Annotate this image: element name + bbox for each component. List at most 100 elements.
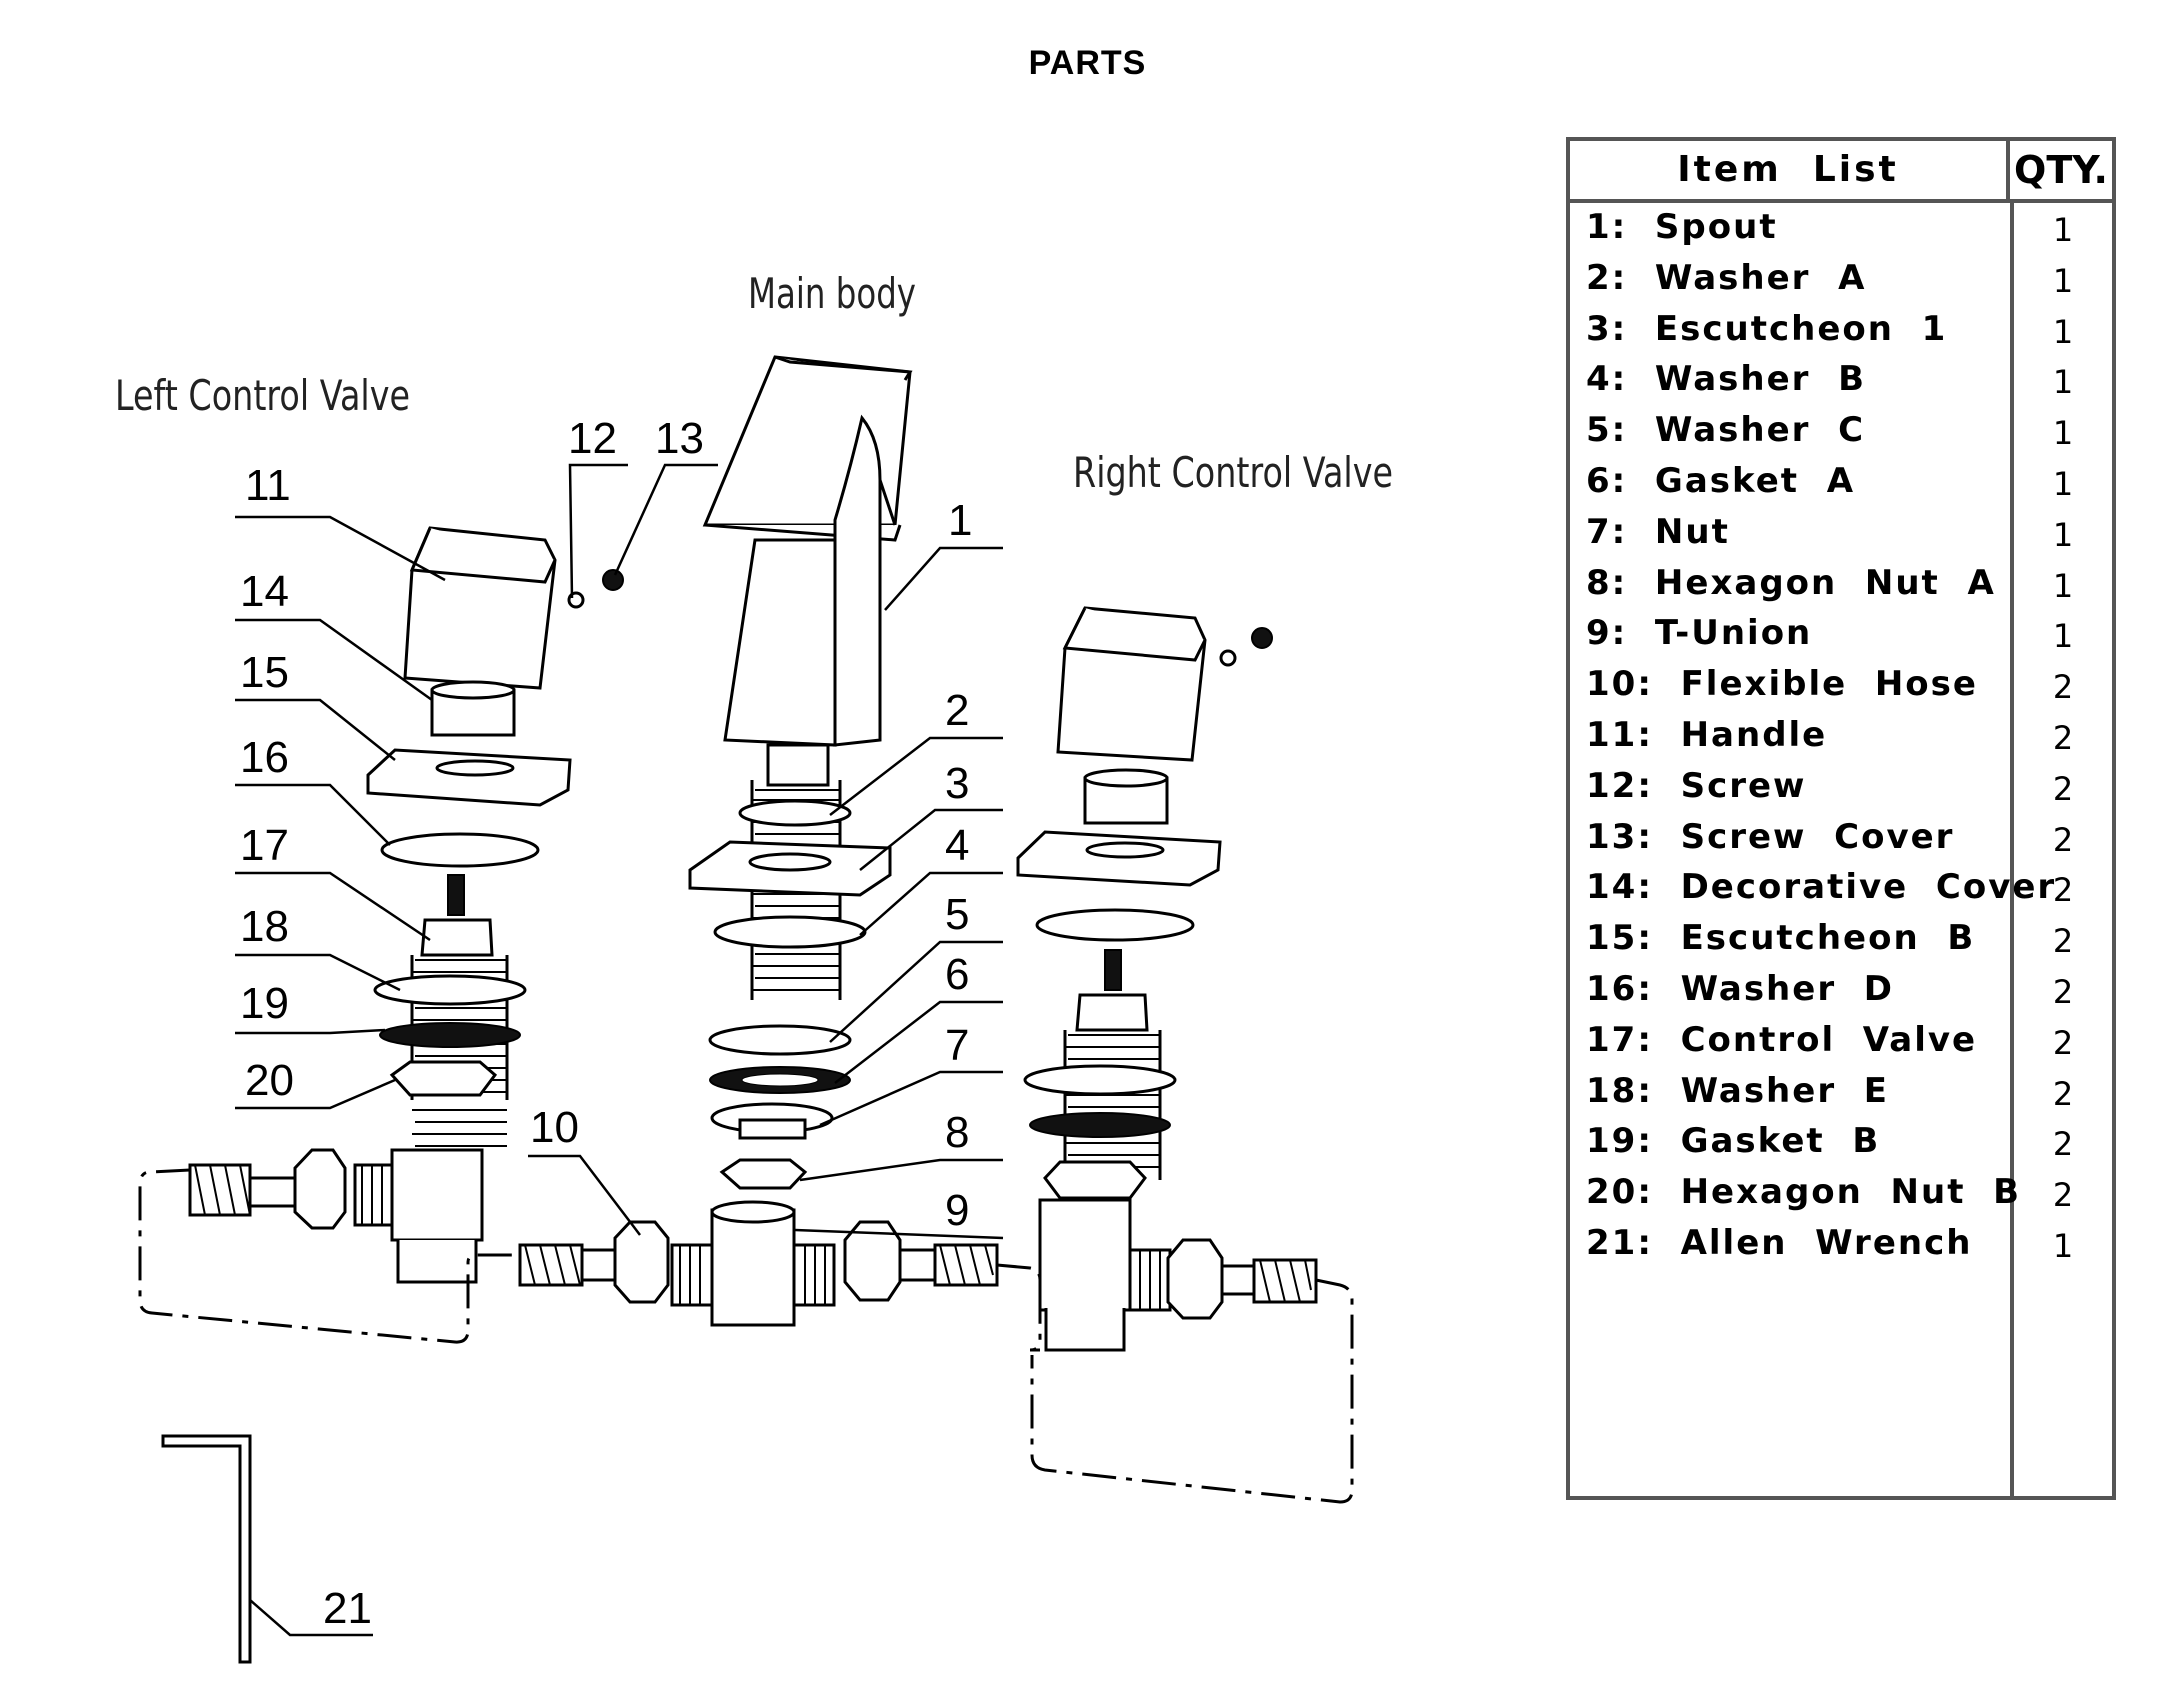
item-name: 5: Washer C	[1586, 410, 1866, 451]
left-screw-cover	[602, 569, 624, 591]
right-hose-path	[996, 1263, 1354, 1504]
item-name: 13: Screw Cover	[1586, 816, 1955, 857]
qty-header: QTY.	[2010, 141, 2112, 203]
callout-19: 19	[240, 979, 289, 1028]
right-washer-e	[1023, 1064, 1177, 1096]
page-title: PARTS	[1028, 44, 1147, 82]
callout-14: 14	[240, 567, 289, 616]
escutcheon-1	[688, 840, 892, 897]
item-name: 6: Gasket A	[1586, 461, 1856, 501]
item-qty: 2	[2052, 1125, 2074, 1164]
callout-labels: 1 2 3 4 5 6 7 8 9 10 11 12 13 14 15 16 1…	[240, 414, 972, 1633]
callout-1: 1	[948, 496, 972, 545]
right-decorative-cover	[1083, 768, 1169, 825]
callout-12: 12	[568, 414, 617, 463]
left-handle	[403, 526, 557, 690]
left-washer-d	[380, 832, 540, 868]
callout-8: 8	[945, 1108, 969, 1157]
washer-b	[713, 915, 867, 949]
item-qty: 2	[2052, 668, 2074, 707]
item-qty: 1	[2052, 566, 2074, 605]
leader-lines	[235, 463, 1004, 1637]
hexagon-nut-a	[719, 1158, 808, 1190]
item-name: 20: Hexagon Nut B	[1586, 1172, 2022, 1213]
allen-wrench	[161, 1434, 252, 1664]
item-name: 11: Handle	[1586, 715, 1828, 755]
item-name: 2: Washer A	[1586, 257, 1867, 298]
callout-6: 6	[945, 950, 969, 999]
item-qty: 1	[2052, 261, 2074, 300]
nut	[710, 1102, 834, 1140]
left-valve-outlet	[353, 1148, 484, 1284]
callout-13: 13	[655, 414, 704, 463]
table-row: 2: Washer A 1	[1570, 258, 2112, 308]
item-qty: 2	[2052, 769, 2074, 808]
callout-3: 3	[945, 759, 969, 808]
callout-18: 18	[240, 902, 289, 951]
section-left-control-valve: Left Control Valve	[115, 371, 410, 420]
callout-17: 17	[240, 821, 289, 870]
right-handle	[1056, 606, 1207, 762]
callout-7: 7	[945, 1021, 969, 1070]
callout-15: 15	[240, 648, 289, 697]
item-qty: 2	[2052, 719, 2074, 757]
callout-4: 4	[945, 821, 969, 870]
section-main-body: Main body	[748, 269, 916, 318]
item-name: 17: Control Valve	[1586, 1019, 1978, 1060]
item-qty: 1	[2052, 617, 2074, 656]
item-qty: 2	[2052, 1023, 2074, 1062]
item-qty: 2	[2052, 922, 2074, 961]
callout-2: 2	[945, 686, 969, 735]
item-qty: 1	[2052, 414, 2074, 453]
right-screw	[1219, 649, 1237, 667]
left-escutcheon-b	[366, 748, 572, 807]
item-qty: 2	[2052, 820, 2074, 859]
callout-10: 10	[530, 1103, 579, 1152]
washer-a	[738, 799, 852, 827]
table-row: 8: Hexagon Nut A 1	[1570, 563, 2112, 613]
table-row: 19: Gasket B 2	[1570, 1121, 2112, 1171]
item-qty: 1	[2052, 515, 2074, 554]
item-list-table: Item List QTY. 1: Spout 1 2: Washer A 1 3: E…	[1566, 137, 2116, 1500]
left-washer-e	[373, 974, 527, 1006]
callout-21: 21	[323, 1584, 372, 1633]
item-name: 8: Hexagon Nut A	[1586, 562, 1996, 603]
item-name: 10: Flexible Hose	[1586, 664, 1978, 705]
item-qty: 2	[2052, 1176, 2074, 1215]
item-name: 3: Escutcheon 1	[1586, 308, 1948, 349]
item-list-header: Item List	[1570, 141, 2010, 203]
right-washer-d	[1035, 908, 1195, 942]
item-qty: 2	[2052, 871, 2074, 910]
item-name: 21: Allen Wrench	[1586, 1223, 1973, 1263]
right-escutcheon-b	[1016, 830, 1222, 887]
table-row: 17: Control Valve 2	[1570, 1020, 2112, 1070]
item-name: 1: Spout	[1586, 207, 1778, 247]
table-row: 6: Gasket A 1	[1570, 461, 2112, 511]
item-name: 19: Gasket B	[1586, 1121, 1881, 1162]
left-hose-nut-a	[188, 1148, 347, 1230]
callout-5: 5	[945, 890, 969, 939]
item-name: 14: Decorative Cover	[1586, 867, 2057, 908]
item-qty: 1	[2052, 363, 2074, 402]
callout-20: 20	[245, 1056, 294, 1105]
table-row: 5: Washer C 1	[1570, 410, 2112, 460]
table-row: 11: Handle 2	[1570, 715, 2112, 765]
section-right-control-valve: Right Control Valve	[1073, 448, 1393, 497]
callout-11: 11	[245, 461, 291, 510]
right-hose-nut-b	[843, 1220, 999, 1302]
left-hexagon-nut-b	[389, 1060, 498, 1097]
item-qty: 1	[2052, 211, 2074, 249]
right-hose-nut-a	[1166, 1238, 1318, 1320]
item-qty: 1	[2052, 465, 2074, 503]
